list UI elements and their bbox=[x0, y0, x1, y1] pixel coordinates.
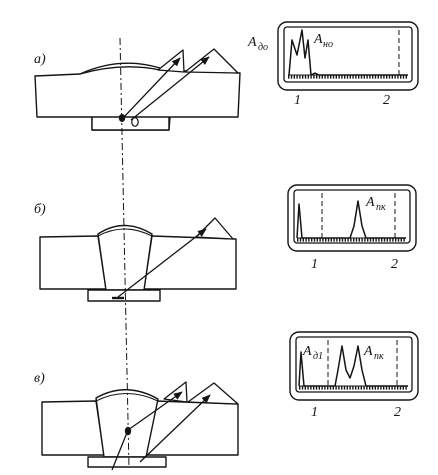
screen-a-label-sub-2: но bbox=[323, 39, 333, 50]
panel-a: а) bbox=[34, 48, 241, 131]
screen-a-display bbox=[283, 26, 413, 83]
screen-b-label-main-1: A bbox=[365, 195, 375, 210]
screen-c-tick-2: 2 bbox=[394, 405, 401, 420]
left-plate-b bbox=[39, 235, 107, 290]
panel-a-label: а) bbox=[34, 52, 46, 67]
left-plate-c bbox=[41, 400, 105, 456]
weld-crown-line-b bbox=[97, 228, 153, 237]
screen-c-label-main-1: A bbox=[302, 344, 312, 359]
screen-b-label-sub-1: пк bbox=[376, 202, 386, 213]
screen-c-label-main-2: A bbox=[363, 344, 373, 359]
screen-a: A до A но 1 2 bbox=[247, 21, 419, 108]
weld-axis-line bbox=[119, 37, 130, 469]
screen-c-label-sub-2: пк bbox=[374, 351, 384, 362]
screen-b-tick-1: 1 bbox=[311, 257, 318, 272]
probe-c2 bbox=[187, 382, 239, 405]
right-plate-b bbox=[143, 235, 237, 290]
screen-a-label-main-1: A bbox=[247, 35, 257, 50]
screen-c: A д1 A пк 1 2 bbox=[289, 331, 419, 420]
beam-a2 bbox=[130, 56, 210, 121]
probe-c1 bbox=[163, 381, 188, 403]
backing-strip-c bbox=[87, 456, 167, 468]
right-plate-c bbox=[145, 400, 239, 456]
probe-a1 bbox=[157, 49, 185, 73]
screen-c-tick-1: 1 bbox=[311, 405, 318, 420]
weld-bead-c bbox=[95, 389, 159, 458]
beam-c2 bbox=[139, 394, 211, 463]
weld-bead-b bbox=[97, 224, 153, 291]
screen-a-label-sub-1: до bbox=[258, 42, 268, 53]
screen-a-tick-1: 1 bbox=[294, 93, 301, 108]
screen-a-tick-2: 2 bbox=[383, 93, 390, 108]
defect-a2 bbox=[131, 117, 139, 127]
panel-c-label: в) bbox=[34, 371, 45, 386]
panel-b: б) bbox=[34, 202, 237, 302]
screen-b: A пк 1 2 bbox=[287, 184, 417, 272]
screen-b-display bbox=[293, 189, 411, 244]
screen-c-pulses bbox=[298, 345, 408, 387]
panel-c: в) bbox=[34, 371, 239, 471]
probe-a2 bbox=[184, 48, 239, 74]
screen-b-pulses bbox=[296, 200, 406, 239]
probe-b bbox=[195, 217, 234, 240]
screen-a-label-main-2: A bbox=[313, 32, 323, 47]
backing-strip-b bbox=[87, 289, 161, 302]
backing-strip-a bbox=[91, 116, 170, 131]
panel-b-label: б) bbox=[34, 202, 46, 217]
weld-crown-line-c bbox=[95, 393, 159, 402]
screen-a-pulses bbox=[288, 29, 408, 76]
screen-c-label-sub-1: д1 bbox=[313, 351, 323, 362]
beam-a1 bbox=[123, 57, 181, 118]
screen-b-tick-2: 2 bbox=[391, 257, 398, 272]
beam-b bbox=[117, 228, 207, 298]
